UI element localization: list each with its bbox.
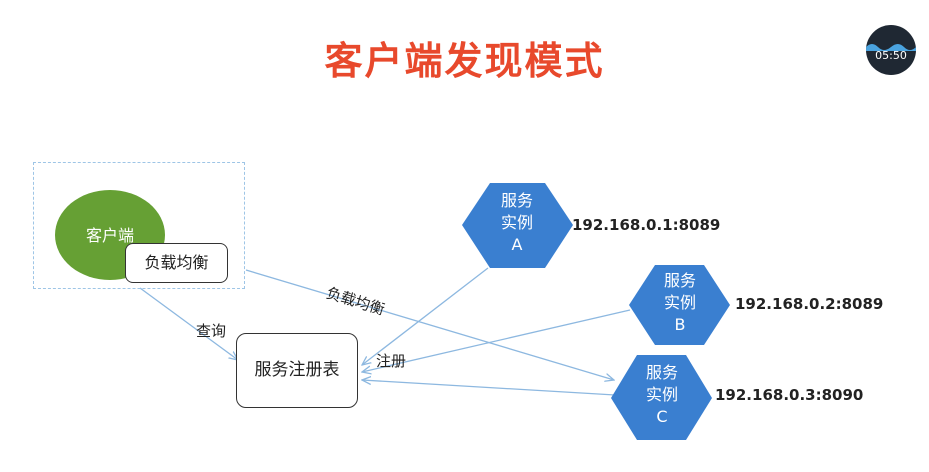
service-b-ip: 192.168.0.2:8089 [735,295,884,313]
service-a-letter: A [511,235,523,254]
service-c-line2: 实例 [645,385,678,404]
wave-icon [866,44,916,51]
service-a-ip: 192.168.0.1:8089 [572,216,721,234]
timer-text: 05:50 [875,49,907,62]
service-b-label: 服务 实例 B [635,270,725,336]
query-arrow [139,287,238,360]
service-registry-box: 服务注册表 [236,333,358,408]
service-c-label: 服务 实例 C [617,362,707,428]
client-group-box [33,162,245,289]
service-b-line1: 服务 [663,271,696,290]
service-a-line1: 服务 [500,191,533,210]
service-c-letter: C [656,407,668,426]
service-a-hexagon [462,183,573,268]
service-a-line2: 实例 [500,213,533,232]
client-label: 客户端 [85,226,134,245]
service-b-hexagon [629,265,730,345]
register-arrow-a [362,267,489,365]
register-arrow-b [362,309,631,372]
service-b-line2: 实例 [663,293,696,312]
register-edge-label: 注册 [376,352,407,370]
service-c-line1: 服务 [645,363,678,382]
service-b-letter: B [674,315,686,334]
timer-badge: 05:50 [866,25,916,75]
query-edge-label: 查询 [196,322,227,340]
service-a-label: 服务 实例 A [472,190,562,256]
load-balancer-box: 负载均衡 [125,243,228,283]
service-c-ip: 192.168.0.3:8090 [715,386,864,404]
page-title: 客户端发现模式 [324,39,605,83]
register-arrow-c [362,380,616,396]
service-c-hexagon [611,355,712,440]
load-balance-arrow [245,269,614,380]
